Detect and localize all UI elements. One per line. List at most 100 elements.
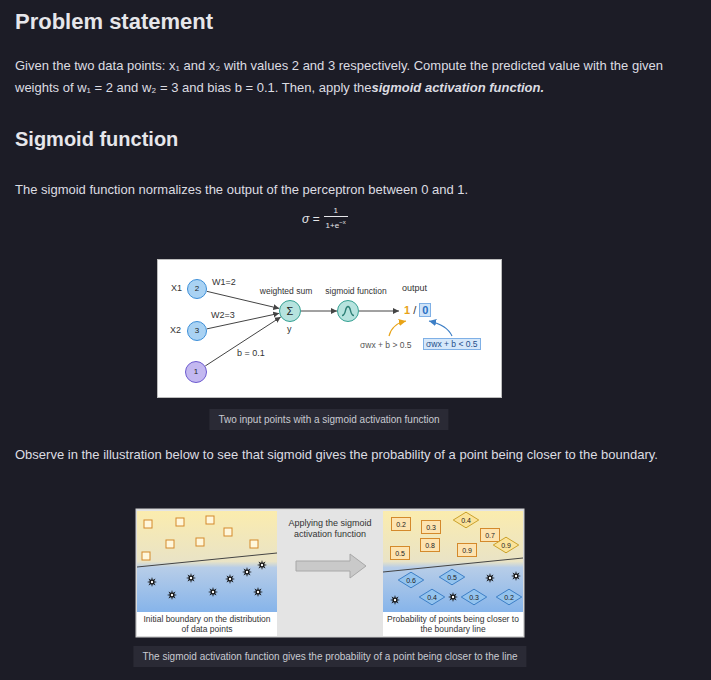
output-value-text: 1 — [404, 304, 410, 316]
node-text: 0.2 — [504, 594, 514, 601]
square-point: 0.8 — [420, 538, 440, 552]
diamond-point: 0.4 — [419, 589, 445, 605]
condition-label-text: σwx + b < 0.5 — [423, 338, 481, 350]
exponent: −x — [339, 219, 346, 225]
paragraph-text-text: The sigmoid function normalizes the outp… — [15, 182, 468, 197]
square-point: 0.9 — [457, 543, 477, 557]
numerator: 1 — [324, 206, 348, 217]
figure-frame — [136, 509, 524, 637]
leader-arrow — [389, 321, 406, 336]
node-text: 0.2 — [396, 521, 406, 528]
diamond-shape — [419, 589, 444, 605]
panel-caption-text: Initial boundary on the distribution of … — [143, 614, 270, 634]
star-point — [167, 590, 177, 600]
input-node: 2 — [187, 279, 207, 299]
node-text: 0.4 — [461, 517, 471, 524]
page-title: Problem statement — [15, 8, 213, 36]
output-value-text: 0 — [419, 303, 431, 317]
node-text: 0.5 — [447, 574, 457, 581]
connector — [301, 311, 337, 312]
square-point — [176, 518, 184, 526]
panel-caption-text: Probability of points being closer to th… — [387, 614, 519, 634]
node-heading: sigmoid function — [325, 286, 386, 296]
star-point — [253, 587, 263, 597]
sum-node: weighted sumΣ — [279, 300, 301, 322]
activation-node: sigmoid function — [337, 300, 359, 322]
condition-label-text: σwx + b > 0.5 — [360, 340, 412, 350]
section-heading-text: Sigmoid function — [15, 128, 178, 150]
square-point: 0.7 — [480, 528, 500, 542]
square-point: 0.5 — [390, 546, 410, 560]
formula-text: σ = — [302, 212, 320, 226]
arrow-label-text: Applying the sigmoid activation function — [288, 518, 371, 539]
star-point — [147, 577, 157, 587]
emphasis-text: sigmoid activation function. — [371, 80, 544, 95]
diamond-point: 0.4 — [453, 512, 479, 528]
fraction: 11+e−x — [324, 206, 348, 231]
problem-text: Given the two data points: x₁ and x₂ wit… — [15, 55, 700, 99]
node-text: 1 — [194, 368, 198, 376]
node-text: 0.4 — [427, 594, 437, 601]
square-point: 0.3 — [421, 520, 441, 534]
panel-ground — [137, 511, 277, 612]
figure-frame — [158, 260, 502, 398]
node-heading: weighted sum — [260, 286, 312, 296]
output-variable-text: y — [287, 324, 292, 334]
denominator: 1+e−x — [324, 217, 348, 231]
edge-label: W1=2 — [211, 277, 237, 288]
square-point — [224, 528, 232, 536]
star-point — [242, 567, 252, 577]
paragraph-text: The sigmoid function normalizes the outp… — [15, 179, 700, 201]
input-node: 3 — [187, 321, 207, 341]
column-label: output — [402, 283, 427, 294]
edge-label: b = 0.1 — [236, 348, 266, 359]
node-text: 0.7 — [485, 532, 495, 539]
connector — [205, 317, 281, 366]
leader-arrow — [429, 321, 452, 336]
node-text: 0.5 — [395, 550, 405, 557]
node-text: 0.3 — [426, 524, 436, 531]
diamond-point: 0.6 — [398, 572, 424, 588]
star-point — [390, 595, 400, 605]
square-point — [250, 540, 258, 548]
output-value-text: / — [413, 304, 416, 316]
diamond-shape — [398, 572, 423, 588]
denominator-text: 1+e — [326, 221, 340, 230]
square-point — [196, 538, 204, 546]
figure-caption-text: Two input points with a sigmoid activati… — [218, 414, 439, 425]
input-label-text: X2 — [170, 325, 181, 335]
bias-node: 1 — [185, 361, 207, 383]
panel-ground — [383, 511, 523, 612]
edge-label: W2=3 — [210, 310, 236, 321]
node-text: 0.3 — [469, 594, 479, 601]
input-label: X2 — [170, 325, 181, 336]
diamond-shape — [496, 589, 521, 605]
node-text: 2 — [195, 285, 199, 293]
star-point — [257, 560, 267, 570]
star-point — [208, 587, 218, 597]
output-arrow — [359, 311, 399, 312]
figure-caption-text: The sigmoid activation function gives th… — [142, 651, 517, 662]
square-point — [166, 540, 174, 548]
formula: σ =11+e−x — [302, 206, 348, 231]
caption-strip — [383, 612, 523, 636]
process-arrow — [296, 554, 366, 578]
condition-label: σwx + b < 0.5 — [423, 339, 481, 349]
figure-caption: The sigmoid activation function gives th… — [133, 646, 526, 667]
square-point — [206, 516, 214, 524]
paragraph-text-text: Observe in the illustration below to see… — [15, 447, 658, 462]
square-point: 0.2 — [391, 517, 411, 531]
boundary-line — [137, 553, 277, 567]
star-point — [186, 573, 196, 583]
node-text: Σ — [287, 306, 294, 317]
diamond-point: 0.2 — [496, 589, 522, 605]
condition-label: σwx + b > 0.5 — [360, 340, 412, 350]
paragraph-text: Given the two data points: x₁ and x₂ wit… — [15, 58, 663, 95]
diamond-shape — [461, 589, 486, 605]
node-text: 3 — [195, 327, 199, 335]
diamond-shape — [439, 569, 464, 585]
panel-caption: Initial boundary on the distribution of … — [139, 614, 275, 634]
